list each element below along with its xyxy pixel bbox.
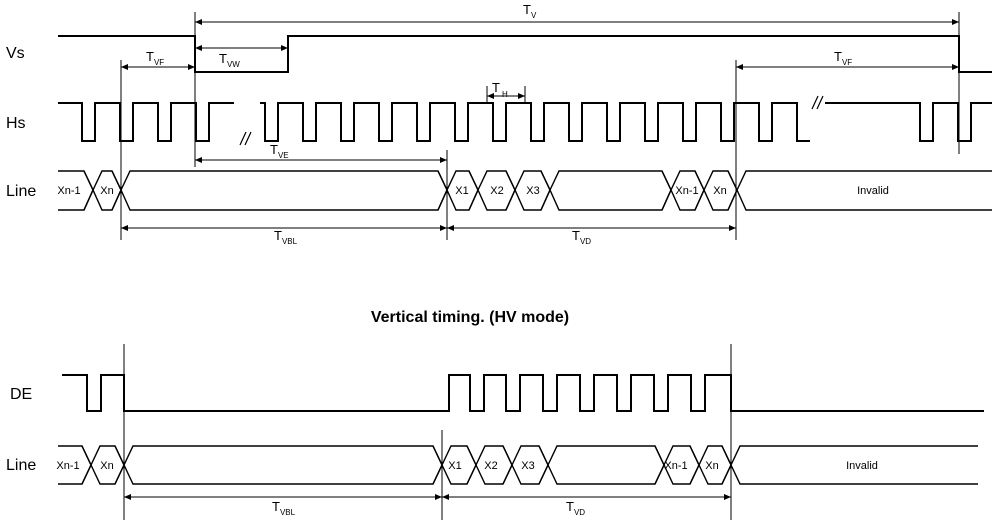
tv-label: TV bbox=[523, 2, 537, 20]
diagram-caption: Vertical timing. (HV mode) bbox=[371, 309, 569, 326]
line-cell: Xn-1 bbox=[675, 185, 698, 197]
line-signal-label: Line bbox=[6, 457, 36, 474]
de-signal-label: DE bbox=[10, 386, 32, 403]
line-cell: Xn bbox=[705, 460, 718, 472]
line-cell: Invalid bbox=[846, 460, 878, 472]
line-cell: X3 bbox=[526, 185, 539, 197]
line-cell: X2 bbox=[484, 460, 497, 472]
hs-waveform bbox=[58, 102, 992, 142]
hs-signal-label: Hs bbox=[6, 115, 26, 132]
vs-signal-label: Vs bbox=[6, 45, 25, 62]
top-line-bus bbox=[58, 170, 992, 211]
bottom-line-bus bbox=[58, 445, 978, 485]
line-cell: Xn bbox=[100, 460, 113, 472]
line-cell: Xn-1 bbox=[664, 460, 687, 472]
de-waveform bbox=[62, 374, 984, 412]
line-cell: X1 bbox=[455, 185, 468, 197]
tvw-label: TVW bbox=[219, 51, 240, 69]
line-cell: Xn-1 bbox=[56, 460, 79, 472]
line-cell: Invalid bbox=[857, 185, 889, 197]
line-cell: X3 bbox=[521, 460, 534, 472]
tvd-label: TVD bbox=[572, 228, 591, 246]
line-cell: Xn-1 bbox=[57, 185, 80, 197]
tvf-label: TVF bbox=[834, 49, 852, 67]
bottom-diagram: DE Line Xn-1 Xn X1 X2 X3 Xn-1 Xn Invalid bbox=[6, 344, 984, 520]
tvbl-label: TVBL bbox=[272, 499, 296, 517]
line-signal-label: Line bbox=[6, 183, 36, 200]
tvbl-label: TVBL bbox=[274, 228, 298, 246]
hs-break-mark bbox=[811, 95, 824, 110]
line-cell: X1 bbox=[448, 460, 461, 472]
tve-label: TVE bbox=[270, 142, 289, 160]
top-diagram: Vs Hs Line bbox=[6, 2, 992, 246]
line-cell: Xn bbox=[100, 185, 113, 197]
tvf-label: TVF bbox=[146, 49, 164, 67]
line-cell: Xn bbox=[713, 185, 726, 197]
hs-break-mark bbox=[239, 131, 252, 146]
line-cell: X2 bbox=[490, 185, 503, 197]
tvd-label: TVD bbox=[566, 499, 585, 517]
